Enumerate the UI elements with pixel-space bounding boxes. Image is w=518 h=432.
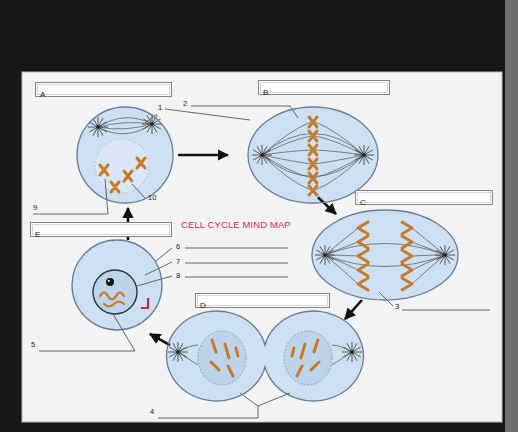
centrosome-aster <box>315 245 335 265</box>
stage-label-box: D <box>195 293 330 308</box>
prophase-cell <box>77 107 173 203</box>
callout-number: 9 <box>33 204 37 212</box>
callout-number: 7 <box>176 258 180 266</box>
nuclear-region <box>95 139 149 193</box>
stage-letter: E <box>31 228 40 239</box>
stage-label-box: A <box>35 82 172 97</box>
stage-letter: C <box>356 196 366 207</box>
cell-fill <box>72 240 162 330</box>
cell-outline <box>72 240 162 330</box>
chromosomes <box>358 222 412 290</box>
cell-membrane <box>248 107 378 203</box>
cell-outline <box>248 107 378 203</box>
cell-outline <box>168 311 362 401</box>
callout-number: 5 <box>31 341 35 349</box>
centrosome-aster <box>435 245 455 265</box>
cycle-arrow <box>318 197 336 214</box>
stage-letter: D <box>196 299 206 310</box>
cell-membrane <box>77 107 173 203</box>
nucleus <box>284 331 332 385</box>
nucleolus <box>106 278 114 286</box>
stage-letter: A <box>36 88 45 99</box>
cell-stage: D <box>168 311 362 401</box>
nucleus <box>93 270 137 314</box>
centrosome-aster <box>88 117 108 137</box>
stage-label-box: B <box>258 80 390 95</box>
chromosomes <box>100 158 145 192</box>
cell-membrane <box>167 311 364 401</box>
cell-stage: E <box>72 240 162 330</box>
cycle-arrow <box>150 334 170 345</box>
cell-fill <box>312 210 458 300</box>
leader-line <box>145 262 288 275</box>
callout-number: 2 <box>183 100 187 108</box>
cell-fill <box>248 107 378 203</box>
callout-number: 10 <box>148 194 156 202</box>
cell-stage: C <box>312 210 458 300</box>
centrosome-aster <box>252 145 272 165</box>
leader-lines <box>33 106 490 418</box>
cell-membrane <box>72 240 162 330</box>
telophase-cell <box>167 311 364 401</box>
leader-line <box>156 248 288 261</box>
leader-line <box>379 292 490 310</box>
chromatin <box>100 293 124 307</box>
leader-line <box>39 314 135 351</box>
centrioles <box>141 298 148 308</box>
phone-edge <box>505 0 518 432</box>
callout-number: 4 <box>150 408 154 416</box>
anaphase-cell <box>312 210 458 300</box>
stage-label-box: E <box>30 222 172 237</box>
nucleus <box>198 331 246 385</box>
slide-panel <box>22 72 502 422</box>
spindle-fibers <box>178 345 352 365</box>
diagram-title: CELL CYCLE MIND MAP <box>181 220 291 230</box>
leader-line <box>137 276 288 286</box>
callout-number: 1 <box>158 104 162 112</box>
cell-outline <box>312 210 458 300</box>
callout-number: 8 <box>176 272 180 280</box>
centrosome-aster <box>342 342 362 362</box>
centrosome-aster <box>142 114 162 134</box>
cell-membrane <box>312 210 458 300</box>
leader-line <box>132 184 146 199</box>
cycle-arrow <box>345 300 362 319</box>
leader-line <box>158 393 290 418</box>
interphase-cell <box>72 240 162 330</box>
cycle-arrow <box>178 154 228 157</box>
stage-label-box: C <box>355 190 493 205</box>
callout-number: 3 <box>395 303 399 311</box>
metaphase-cell <box>248 107 378 203</box>
cell-fill <box>77 107 173 203</box>
chromosomes <box>309 117 317 195</box>
cell-stage: A <box>77 107 173 203</box>
centrosome-aster <box>168 342 188 362</box>
stage-letter: B <box>259 86 268 97</box>
callout-number: 6 <box>176 243 180 251</box>
nucleolus-highlight <box>108 280 110 282</box>
spindle-fibers <box>325 228 445 284</box>
cell-stage: B <box>248 107 378 203</box>
cell-outline <box>77 107 173 203</box>
cell-fill <box>167 311 364 401</box>
centrosome-aster <box>354 145 374 165</box>
leader-line <box>33 179 108 214</box>
